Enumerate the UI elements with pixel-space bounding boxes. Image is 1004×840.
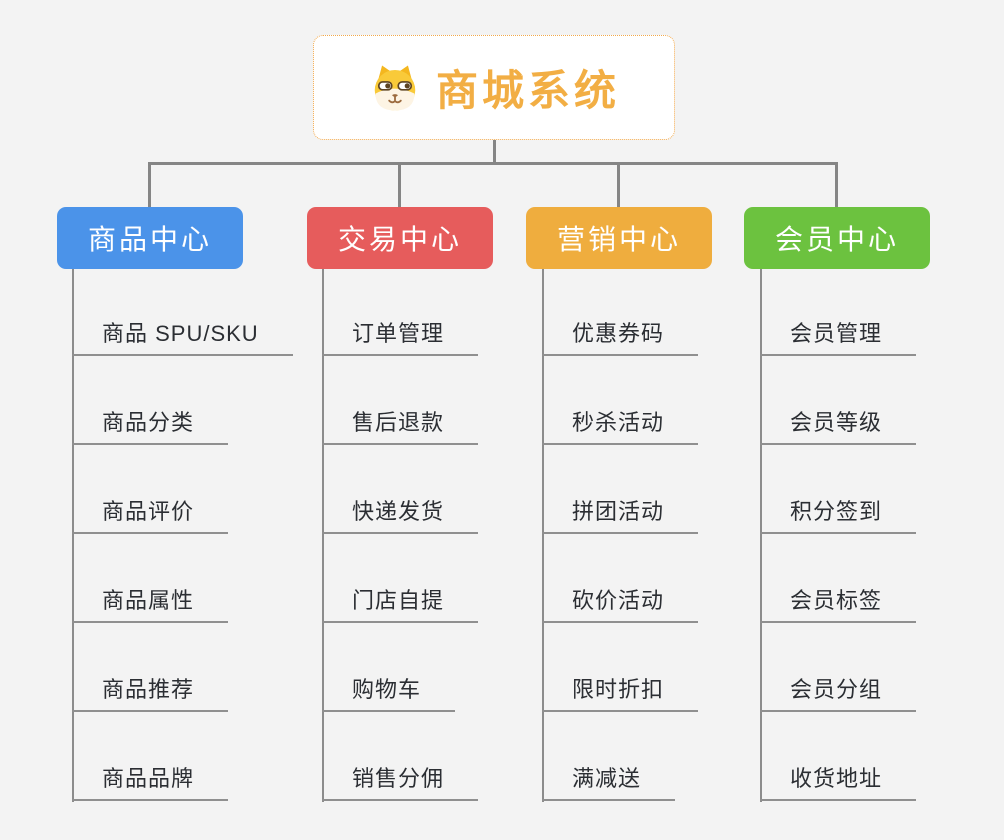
node-item[interactable]: 商品属性	[72, 588, 229, 623]
branch-node-product-center[interactable]: 商品中心	[57, 207, 243, 269]
drop-connector-member	[835, 162, 838, 208]
node-item[interactable]: 限时折扣	[542, 677, 699, 712]
node-item[interactable]: 满减送	[542, 766, 676, 801]
branch-spine	[760, 269, 762, 802]
node-item[interactable]: 订单管理	[322, 321, 479, 356]
drop-connector-trade	[398, 162, 401, 208]
node-item[interactable]: 砍价活动	[542, 588, 699, 623]
dog-face-icon	[368, 61, 422, 115]
node-item[interactable]: 门店自提	[322, 588, 479, 623]
branch-node-member-center[interactable]: 会员中心	[744, 207, 930, 269]
node-item[interactable]: 会员等级	[760, 410, 917, 445]
node-item[interactable]: 商品品牌	[72, 766, 229, 801]
branch-column-trade: 订单管理 售后退款 快递发货 门店自提 购物车 销售分佣	[322, 269, 562, 809]
branch-column-product: 商品 SPU/SKU 商品分类 商品评价 商品属性 商品推荐 商品品牌	[72, 269, 312, 809]
trunk-line-connector	[148, 162, 838, 165]
branch-spine	[72, 269, 74, 802]
root-title: 商城系统	[435, 67, 620, 114]
drop-connector-marketing	[617, 162, 620, 208]
branch-spine	[542, 269, 544, 802]
node-item[interactable]: 会员分组	[760, 677, 917, 712]
node-item[interactable]: 会员标签	[760, 588, 917, 623]
node-item[interactable]: 购物车	[322, 677, 456, 712]
root-node-mall-system[interactable]: 商城系统	[313, 35, 675, 140]
node-item[interactable]: 会员管理	[760, 321, 917, 356]
branch-spine	[322, 269, 324, 802]
drop-connector-product	[148, 162, 151, 208]
branch-column-marketing: 优惠券码 秒杀活动 拼团活动 砍价活动 限时折扣 满减送	[542, 269, 782, 809]
node-item[interactable]: 秒杀活动	[542, 410, 699, 445]
node-item[interactable]: 积分签到	[760, 499, 917, 534]
branch-node-marketing-center[interactable]: 营销中心	[526, 207, 712, 269]
node-item[interactable]: 商品 SPU/SKU	[72, 321, 293, 356]
node-item[interactable]: 拼团活动	[542, 499, 699, 534]
node-item[interactable]: 商品分类	[72, 410, 229, 445]
node-item[interactable]: 商品评价	[72, 499, 229, 534]
node-item[interactable]: 收货地址	[760, 766, 917, 801]
branch-column-member: 会员管理 会员等级 积分签到 会员标签 会员分组 收货地址	[760, 269, 1000, 809]
branch-node-trade-center[interactable]: 交易中心	[307, 207, 493, 269]
root-stem-connector	[493, 140, 496, 163]
node-item[interactable]: 快递发货	[322, 499, 479, 534]
node-item[interactable]: 优惠券码	[542, 321, 699, 356]
node-item[interactable]: 销售分佣	[322, 766, 479, 801]
node-item[interactable]: 商品推荐	[72, 677, 229, 712]
node-item[interactable]: 售后退款	[322, 410, 479, 445]
